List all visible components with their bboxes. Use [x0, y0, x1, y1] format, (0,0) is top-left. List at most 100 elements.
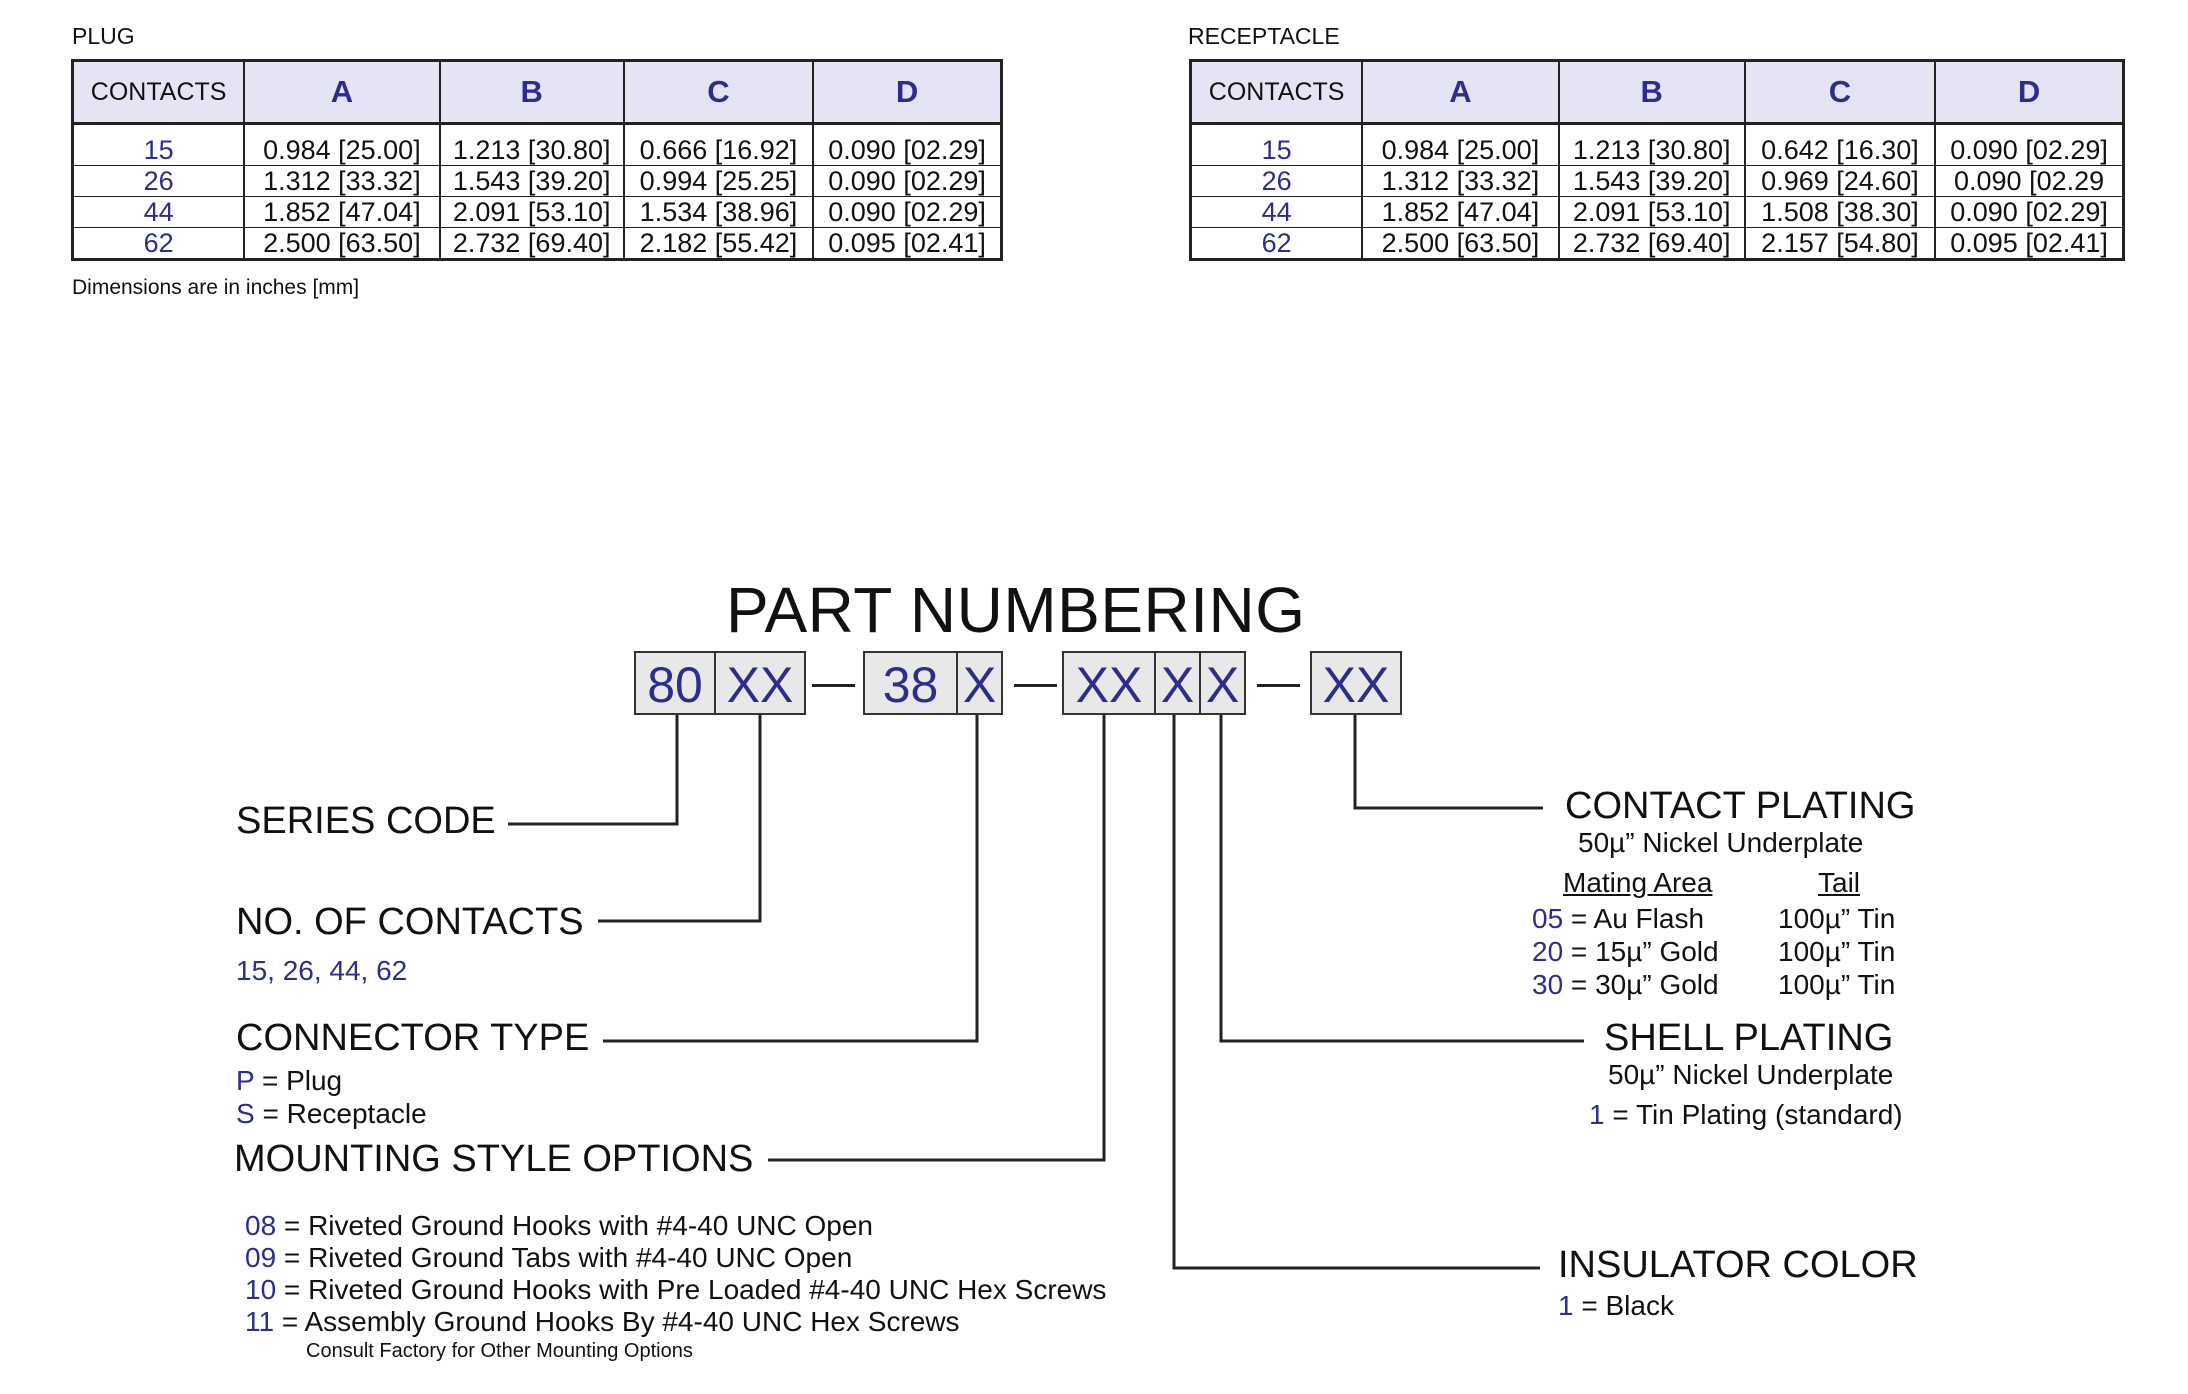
leader-connector-type: [603, 715, 979, 1043]
plug-dimension-table: CONTACTS A B C D 15 0.984 [25.00] 1.213 …: [71, 59, 1003, 261]
receptacle-dimension-table: CONTACTS A B C D 15 0.984 [25.00] 1.213 …: [1189, 59, 2125, 261]
dim-d-cell: 0.090 [02.29]: [812, 135, 1003, 166]
mounting-note: Consult Factory for Other Mounting Optio…: [306, 1340, 693, 1362]
header-c: C: [622, 60, 815, 125]
dim-c-cell: 0.642 [16.30]: [1743, 135, 1937, 166]
dim-d-cell: 0.095 [02.41]: [812, 227, 1003, 260]
dim-b-cell: 1.543 [39.20]: [1557, 165, 1746, 197]
dim-d-cell: 0.090 [02.29]: [1934, 196, 2125, 228]
mounting-option-10: 10 = Riveted Ground Hooks with Pre Loade…: [245, 1274, 1107, 1305]
dim-a-cell: 0.984 [25.00]: [1361, 135, 1560, 166]
table-row: 26 1.312 [33.32] 1.543 [39.20] 0.969 [24…: [1189, 165, 2125, 197]
mounting-label: MOUNTING STYLE OPTIONS: [234, 1138, 754, 1180]
dim-b-cell: 1.213 [30.80]: [1557, 135, 1746, 166]
leader-series-code: [508, 715, 679, 826]
contact-plating-option-20: 20 = 15µ” Gold: [1532, 936, 1719, 967]
series-code-label: SERIES CODE: [236, 800, 496, 842]
table-row: 26 1.312 [33.32] 1.543 [39.20] 0.994 [25…: [71, 165, 1003, 197]
shell-plating-option-1: 1 = Tin Plating (standard): [1589, 1099, 1903, 1130]
contacts-values: 15, 26, 44, 62: [236, 955, 408, 986]
connector-option-plug: P = Plug: [236, 1065, 343, 1096]
dim-a-cell: 1.312 [33.32]: [1361, 165, 1560, 197]
contacts-cell: 62: [71, 227, 246, 260]
contact-plating-col-tail: Tail: [1818, 867, 1861, 898]
dim-a-cell: 2.500 [63.50]: [243, 227, 441, 260]
receptacle-table-title: RECEPTACLE: [1188, 23, 1340, 49]
contacts-cell: 15: [1189, 135, 1364, 166]
plug-table-title: PLUG: [72, 23, 135, 49]
dim-b-cell: 1.543 [39.20]: [438, 165, 625, 197]
contact-plating-option-30: 30 = 30µ” Gold: [1532, 969, 1719, 1000]
dim-b-cell: 2.091 [53.10]: [438, 196, 625, 228]
leader-insulator: [1172, 715, 1540, 1270]
pn-box-contact-plating: XX: [1310, 651, 1402, 715]
table-gap-row: [71, 123, 1003, 135]
pn-box-series: 80: [634, 651, 716, 715]
header-d: D: [812, 60, 1003, 125]
contact-plating-option-05: 05 = Au Flash: [1532, 903, 1705, 934]
header-contacts: CONTACTS: [1189, 60, 1364, 125]
pn-box-insulator: X: [1154, 651, 1201, 715]
contacts-cell: 44: [1189, 196, 1364, 228]
table-gap-row: [1189, 123, 2125, 135]
dim-d-cell: 0.095 [02.41]: [1934, 227, 2125, 260]
dim-b-cell: 2.732 [69.40]: [438, 227, 625, 260]
table-header-row: CONTACTS A B C D: [71, 60, 1003, 125]
connector-option-receptacle: S = Receptacle: [236, 1098, 427, 1129]
contacts-cell: 44: [71, 196, 246, 228]
pn-box-mounting: XX: [1062, 651, 1156, 715]
dim-c-cell: 2.182 [55.42]: [622, 227, 815, 260]
contacts-cell: 15: [71, 135, 246, 166]
mounting-option-11: 11 = Assembly Ground Hooks By #4-40 UNC …: [245, 1306, 960, 1337]
pn-dash: [1257, 684, 1300, 687]
mounting-option-09: 09 = Riveted Ground Tabs with #4-40 UNC …: [245, 1242, 853, 1273]
dim-d-cell: 0.090 [02.29]: [1934, 135, 2125, 166]
pn-box-contacts: XX: [714, 651, 806, 715]
header-b: B: [438, 60, 625, 125]
dim-b-cell: 1.213 [30.80]: [438, 135, 625, 166]
insulator-color-label: INSULATOR COLOR: [1558, 1244, 1918, 1286]
shell-plating-underplate: 50µ” Nickel Underplate: [1608, 1059, 1894, 1090]
insulator-color-option-1: 1 = Black: [1558, 1290, 1674, 1321]
pn-dash: [1014, 684, 1057, 687]
table-row: 44 1.852 [47.04] 2.091 [53.10] 1.534 [38…: [71, 196, 1003, 228]
contact-plating-col-mating: Mating Area: [1563, 867, 1713, 898]
dim-a-cell: 1.312 [33.32]: [243, 165, 441, 197]
dim-c-cell: 1.508 [38.30]: [1743, 196, 1937, 228]
table-row: 15 0.984 [25.00] 1.213 [30.80] 0.642 [16…: [1189, 135, 2125, 166]
table-row: 62 2.500 [63.50] 2.732 [69.40] 2.157 [54…: [1189, 227, 2125, 260]
header-c: C: [1743, 60, 1937, 125]
pn-dash: [812, 684, 855, 687]
contacts-cell: 26: [1189, 165, 1364, 197]
table-header-row: CONTACTS A B C D: [1189, 60, 2125, 125]
header-b: B: [1557, 60, 1746, 125]
dim-a-cell: 1.852 [47.04]: [1361, 196, 1560, 228]
mounting-option-08: 08 = Riveted Ground Hooks with #4-40 UNC…: [245, 1210, 874, 1241]
connector-type-label: CONNECTOR TYPE: [236, 1017, 590, 1059]
table-row: 62 2.500 [63.50] 2.732 [69.40] 2.182 [55…: [71, 227, 1003, 260]
dim-a-cell: 1.852 [47.04]: [243, 196, 441, 228]
dim-d-cell: 0.090 [02.29]: [812, 196, 1003, 228]
dim-b-cell: 2.091 [53.10]: [1557, 196, 1746, 228]
dim-d-cell: 0.090 [02.29]: [812, 165, 1003, 197]
header-a: A: [243, 60, 441, 125]
leader-contacts: [598, 715, 762, 923]
part-numbering-title: PART NUMBERING: [726, 574, 1306, 646]
table-row: 15 0.984 [25.00] 1.213 [30.80] 0.666 [16…: [71, 135, 1003, 166]
contact-plating-tail-20: 100µ” Tin: [1778, 936, 1896, 967]
dim-c-cell: 1.534 [38.96]: [622, 196, 815, 228]
contact-plating-tail-30: 100µ” Tin: [1778, 969, 1896, 1000]
contacts-cell: 26: [71, 165, 246, 197]
contact-plating-tail-05: 100µ” Tin: [1778, 903, 1896, 934]
dim-c-cell: 0.666 [16.92]: [622, 135, 815, 166]
contact-plating-underplate: 50µ” Nickel Underplate: [1578, 827, 1864, 858]
shell-plating-label: SHELL PLATING: [1604, 1017, 1894, 1059]
dim-a-cell: 2.500 [63.50]: [1361, 227, 1560, 260]
dim-c-cell: 2.157 [54.80]: [1743, 227, 1937, 260]
dim-a-cell: 0.984 [25.00]: [243, 135, 441, 166]
contact-plating-label: CONTACT PLATING: [1565, 785, 1916, 827]
leader-contact-plating: [1353, 715, 1543, 810]
contacts-label: NO. OF CONTACTS: [236, 901, 584, 943]
leader-mounting: [768, 715, 1106, 1162]
